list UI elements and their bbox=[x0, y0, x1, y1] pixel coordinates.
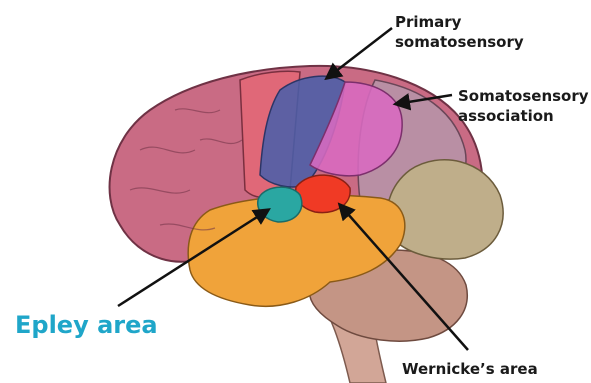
somatosensory-association-label: Somatosensory association bbox=[458, 86, 589, 126]
primary-somatosensory-label-line1: Primary bbox=[395, 12, 524, 32]
wernickes-area-label: Wernicke’s area bbox=[402, 359, 538, 379]
somatosensory-association-label-line2: association bbox=[458, 106, 589, 126]
epley-area-label: Epley area bbox=[15, 310, 158, 340]
occipital-lobe bbox=[387, 160, 503, 259]
primary-somatosensory-label: Primary somatosensory bbox=[395, 12, 524, 52]
somatosensory-association-label-line1: Somatosensory bbox=[458, 86, 589, 106]
epley-area-region bbox=[258, 187, 302, 222]
primary-somatosensory-label-line2: somatosensory bbox=[395, 32, 524, 52]
